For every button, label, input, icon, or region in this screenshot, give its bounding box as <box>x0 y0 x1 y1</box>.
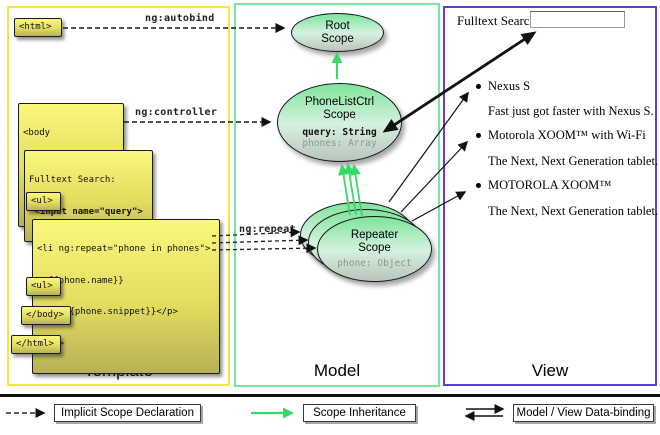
ng-controller-label: ng:controller <box>135 107 218 118</box>
bullet-icon <box>476 133 481 138</box>
phone-item-name: MOTOROLA XOOM™ <box>488 178 612 192</box>
model-title: Model <box>313 361 361 380</box>
code-box-ul-open: <ul> <box>26 192 61 211</box>
fulltext-search-label: Fulltext Search: <box>457 13 540 28</box>
phone-item-desc: Fast just got faster with Nexus S. <box>488 104 654 118</box>
fulltext-search-input[interactable] <box>530 11 625 28</box>
root-scope-node: Root Scope <box>291 13 384 52</box>
phone-item-desc: The Next, Next Generation tablet. <box>488 154 659 168</box>
code-box-ul-close: <ul> <box>26 277 61 296</box>
view-panel <box>443 6 657 386</box>
phonelistctrl-scope-node: PhoneListCtrl Scope query: String phones… <box>277 83 402 162</box>
ng-autobind-label: ng:autobind <box>145 13 215 24</box>
model-panel <box>234 3 440 387</box>
bullet-icon <box>476 183 481 188</box>
code-box-html-open: <html> <box>14 18 62 37</box>
phone-item-name: Motorola XOOM™ with Wi-Fi <box>488 128 646 142</box>
legend-separator <box>0 394 660 397</box>
legend-scope-inheritance: Scope Inheritance <box>303 404 416 422</box>
code-box-li-repeat: <li ng:repeat="phone in phones"> {{phone… <box>32 219 220 374</box>
phone-item-desc: The Next, Next Generation tablet. <box>488 204 659 218</box>
code-box-body-close: </body> <box>21 306 71 325</box>
bullet-icon <box>476 84 481 89</box>
repeater-scope-node-front: Repeater Scope phone: Object <box>317 216 432 282</box>
legend-model-view-databinding: Model / View Data-binding <box>513 404 654 422</box>
view-title: View <box>531 361 569 380</box>
ng-repeat-label: ng:repeat <box>239 224 296 235</box>
legend-implicit-scope-declaration: Implicit Scope Declaration <box>54 404 201 422</box>
phone-item-name: Nexus S <box>488 79 531 93</box>
code-box-html-close: </html> <box>11 335 61 354</box>
